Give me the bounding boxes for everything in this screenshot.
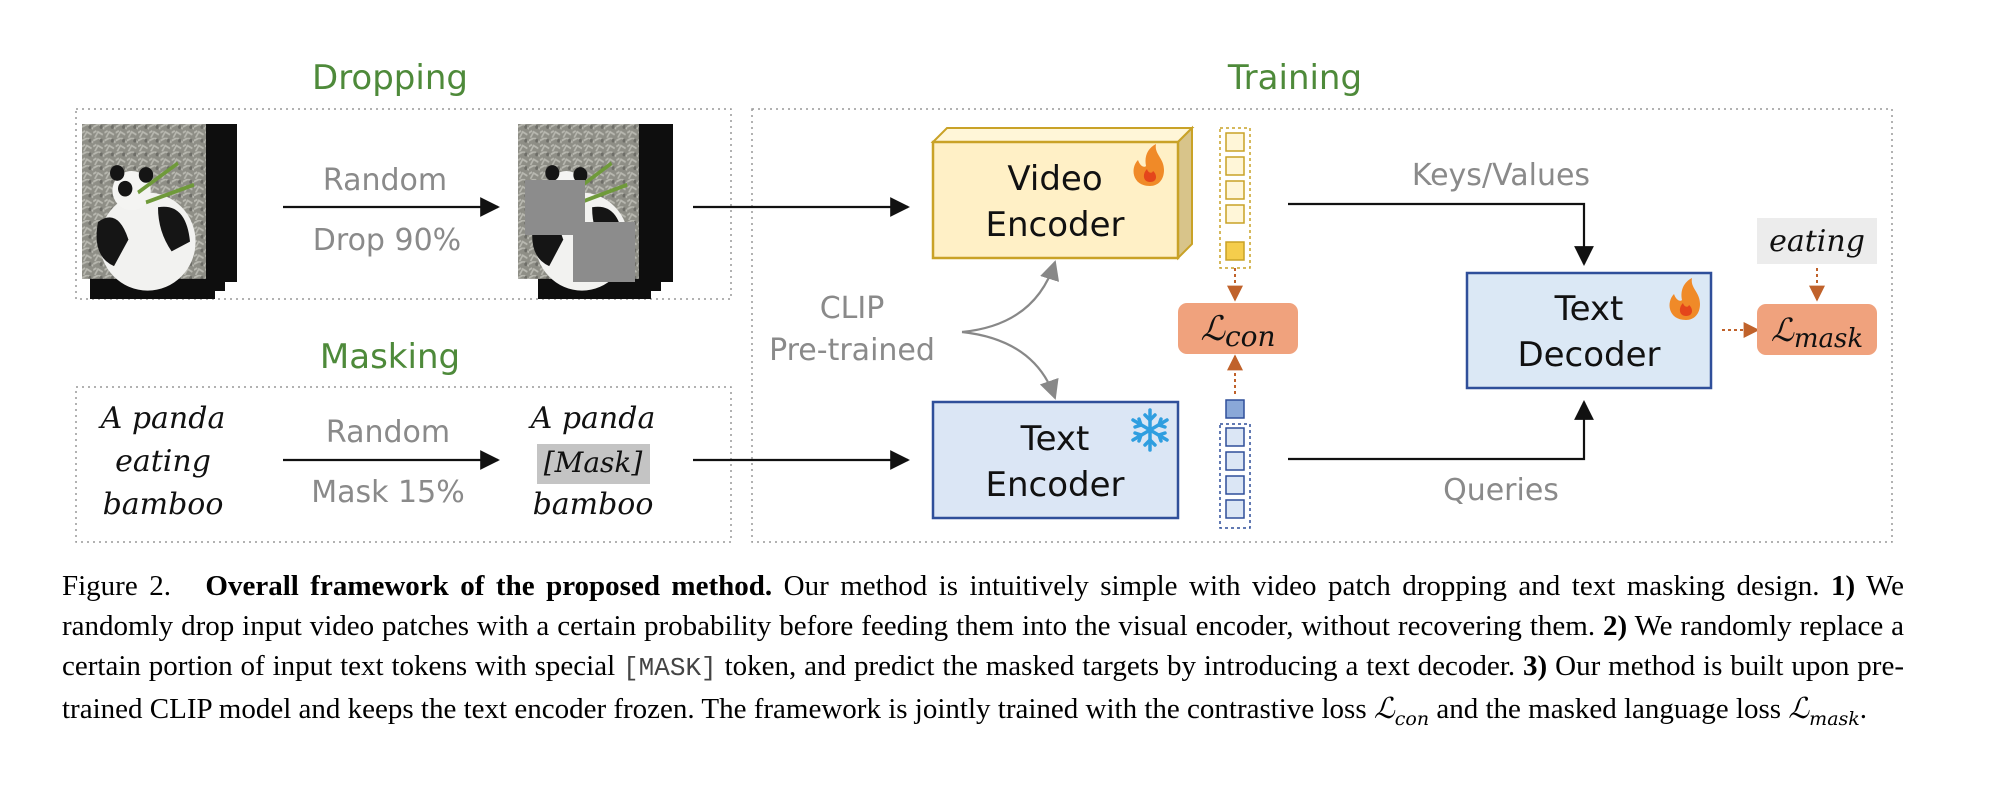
clip-label-line-1: CLIP xyxy=(820,291,885,326)
caption-loss-mask-symbol: ℒ xyxy=(1788,691,1810,725)
target-word-box xyxy=(1757,218,1877,264)
loss-con-label: ℒcon xyxy=(1200,309,1275,353)
dropping-title: Dropping xyxy=(312,58,468,98)
dropped-patch-2 xyxy=(573,222,635,282)
masking-panel xyxy=(75,386,732,543)
framework-diagram: Dropping Masking Training Random Drop 90… xyxy=(75,58,1893,543)
caption-loss-con-symbol: ℒ xyxy=(1373,691,1395,725)
caption-step1-text: We randomly drop input video patches wit… xyxy=(62,570,1905,642)
caption-step3-text: Our method is built upon pre-trained CLI… xyxy=(62,650,1904,725)
video-token-stack xyxy=(1219,127,1251,269)
flame-icon xyxy=(1133,144,1164,186)
masking-input-line-3: bamboo xyxy=(103,487,224,522)
masking-arrow-top-label: Random xyxy=(326,415,450,450)
masking-arrow-bottom-label: Mask 15% xyxy=(311,475,465,510)
text-decoder-box xyxy=(1465,271,1713,390)
caption-step1-num: 1) xyxy=(1830,570,1856,602)
loss-con-box xyxy=(1178,303,1298,354)
caption-loss-con-subscript: con xyxy=(1394,707,1430,730)
loss-mask-symbol: ℒ xyxy=(1771,311,1795,349)
queries-label: Queries xyxy=(1443,473,1559,508)
caption-bold-title: Overall framework of the proposed method… xyxy=(205,570,773,602)
flame-icon xyxy=(1669,278,1700,320)
clip-label-line-2: Pre-trained xyxy=(769,333,935,368)
keys-values-arrow xyxy=(1288,202,1594,266)
text-cls-token xyxy=(1225,399,1245,419)
loss-mask-subscript: mask xyxy=(1794,324,1863,354)
mask-token-highlight xyxy=(537,444,650,484)
queries-arrow xyxy=(1288,400,1594,461)
keys-values-label: Keys/Values xyxy=(1412,158,1590,193)
dropped-video-frames xyxy=(516,122,673,299)
panda-video-frames xyxy=(80,122,237,299)
loss-mask-box xyxy=(1757,304,1877,355)
caption-step2-text-a: We randomly replace a certain portion of… xyxy=(62,610,1904,682)
text-token-stack xyxy=(1219,399,1251,529)
masking-output-mask-token: [Mask] xyxy=(544,446,643,479)
masking-output-line-3: bamboo xyxy=(533,487,654,522)
figure-caption: Figure 2. Overall framework of the propo… xyxy=(62,566,1904,739)
dropping-arrow-bottom-label: Drop 90% xyxy=(313,223,461,258)
caption-loss-mask: ℒmask xyxy=(1788,691,1860,730)
snowflake-icon xyxy=(1131,408,1169,452)
video-encoder-label-line-1: Video xyxy=(1007,159,1102,199)
caption-step2-text-b: token, and predict the masked targets by… xyxy=(716,650,1524,682)
caption-end: . xyxy=(1859,693,1868,725)
masking-output-line-1: A panda xyxy=(528,401,656,436)
video-cls-token xyxy=(1225,241,1245,261)
clip-to-text-encoder-arrow xyxy=(961,330,1059,400)
masking-input-line-2: eating xyxy=(115,444,211,479)
text-encoder-label-line-2: Encoder xyxy=(985,465,1124,505)
text-decoder-label-line-2: Decoder xyxy=(1517,335,1660,375)
dropping-arrow-top-label: Random xyxy=(323,163,447,198)
training-panel xyxy=(751,108,1893,543)
loss-con-symbol: ℒ xyxy=(1200,309,1226,349)
text-decoder-label-line-1: Text xyxy=(1554,289,1624,329)
target-word: eating xyxy=(1769,224,1865,259)
masking-input-line-1: A panda xyxy=(98,401,226,436)
clip-to-video-encoder-arrow xyxy=(961,260,1060,334)
caption-step3-num: 3) xyxy=(1523,650,1548,682)
loss-mask-label: ℒmask xyxy=(1771,311,1863,354)
caption-joiner: and the masked language loss xyxy=(1429,693,1789,725)
caption-mask-token: [MASK] xyxy=(623,653,717,683)
video-encoder-label-line-2: Encoder xyxy=(985,205,1124,245)
caption-step2-num: 2) xyxy=(1603,610,1628,642)
caption-loss-con: ℒcon xyxy=(1373,691,1429,730)
caption-loss-mask-subscript: mask xyxy=(1809,707,1860,730)
masking-title: Masking xyxy=(320,337,460,377)
caption-text-1: Our method is intuitively simple with vi… xyxy=(772,570,1831,602)
caption-prefix: Figure 2. xyxy=(62,570,171,602)
text-encoder-label-line-1: Text xyxy=(1020,419,1090,459)
loss-con-subscript: con xyxy=(1225,320,1276,353)
dropping-panel xyxy=(75,108,732,300)
training-title: Training xyxy=(1227,58,1362,98)
